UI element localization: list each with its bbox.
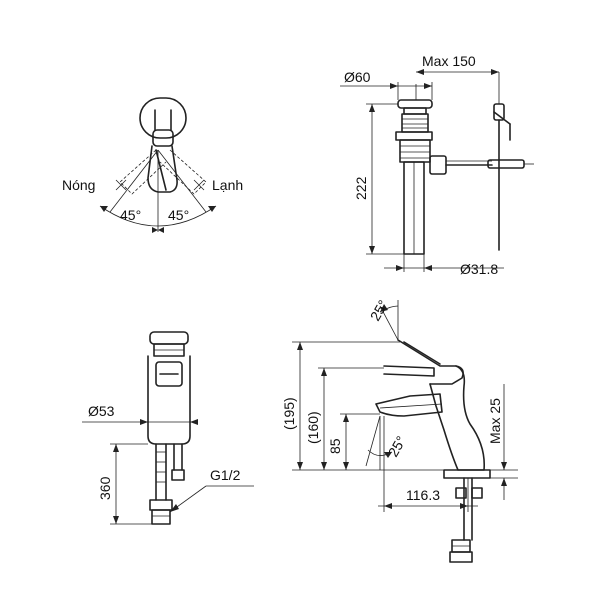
angle-left-label: 45° [120, 207, 141, 223]
pipe-diameter-label: Ø31.8 [460, 261, 498, 277]
height-outlet-label: 85 [327, 438, 343, 454]
thread-label: G1/2 [210, 467, 241, 483]
spout-reach-label: 116.3 [406, 487, 440, 503]
handle-rotation-view: Nóng Lạnh 45° 45° [62, 97, 243, 233]
hot-label: Nóng [62, 177, 95, 193]
angle-right-label: 45° [168, 207, 189, 223]
height-spout-label: (160) [305, 411, 321, 444]
cap-diameter-label: Ø60 [344, 69, 371, 85]
max-reach-label: Max 150 [422, 53, 476, 69]
cold-label: Lạnh [212, 177, 243, 193]
max-deck-label: Max 25 [487, 398, 503, 444]
front-view: Ø53 360 G1/2 [82, 331, 254, 525]
body-diameter-label: Ø53 [88, 403, 115, 419]
side-view: (195) (160) 85 25° 25° Max 25 [281, 297, 518, 563]
drain-height-label: 222 [353, 176, 369, 200]
height-total-label: (195) [281, 397, 297, 430]
hose-length-label: 360 [97, 476, 113, 500]
pop-up-drain-view: Ø60 Max 150 222 Ø31.8 [340, 53, 534, 277]
